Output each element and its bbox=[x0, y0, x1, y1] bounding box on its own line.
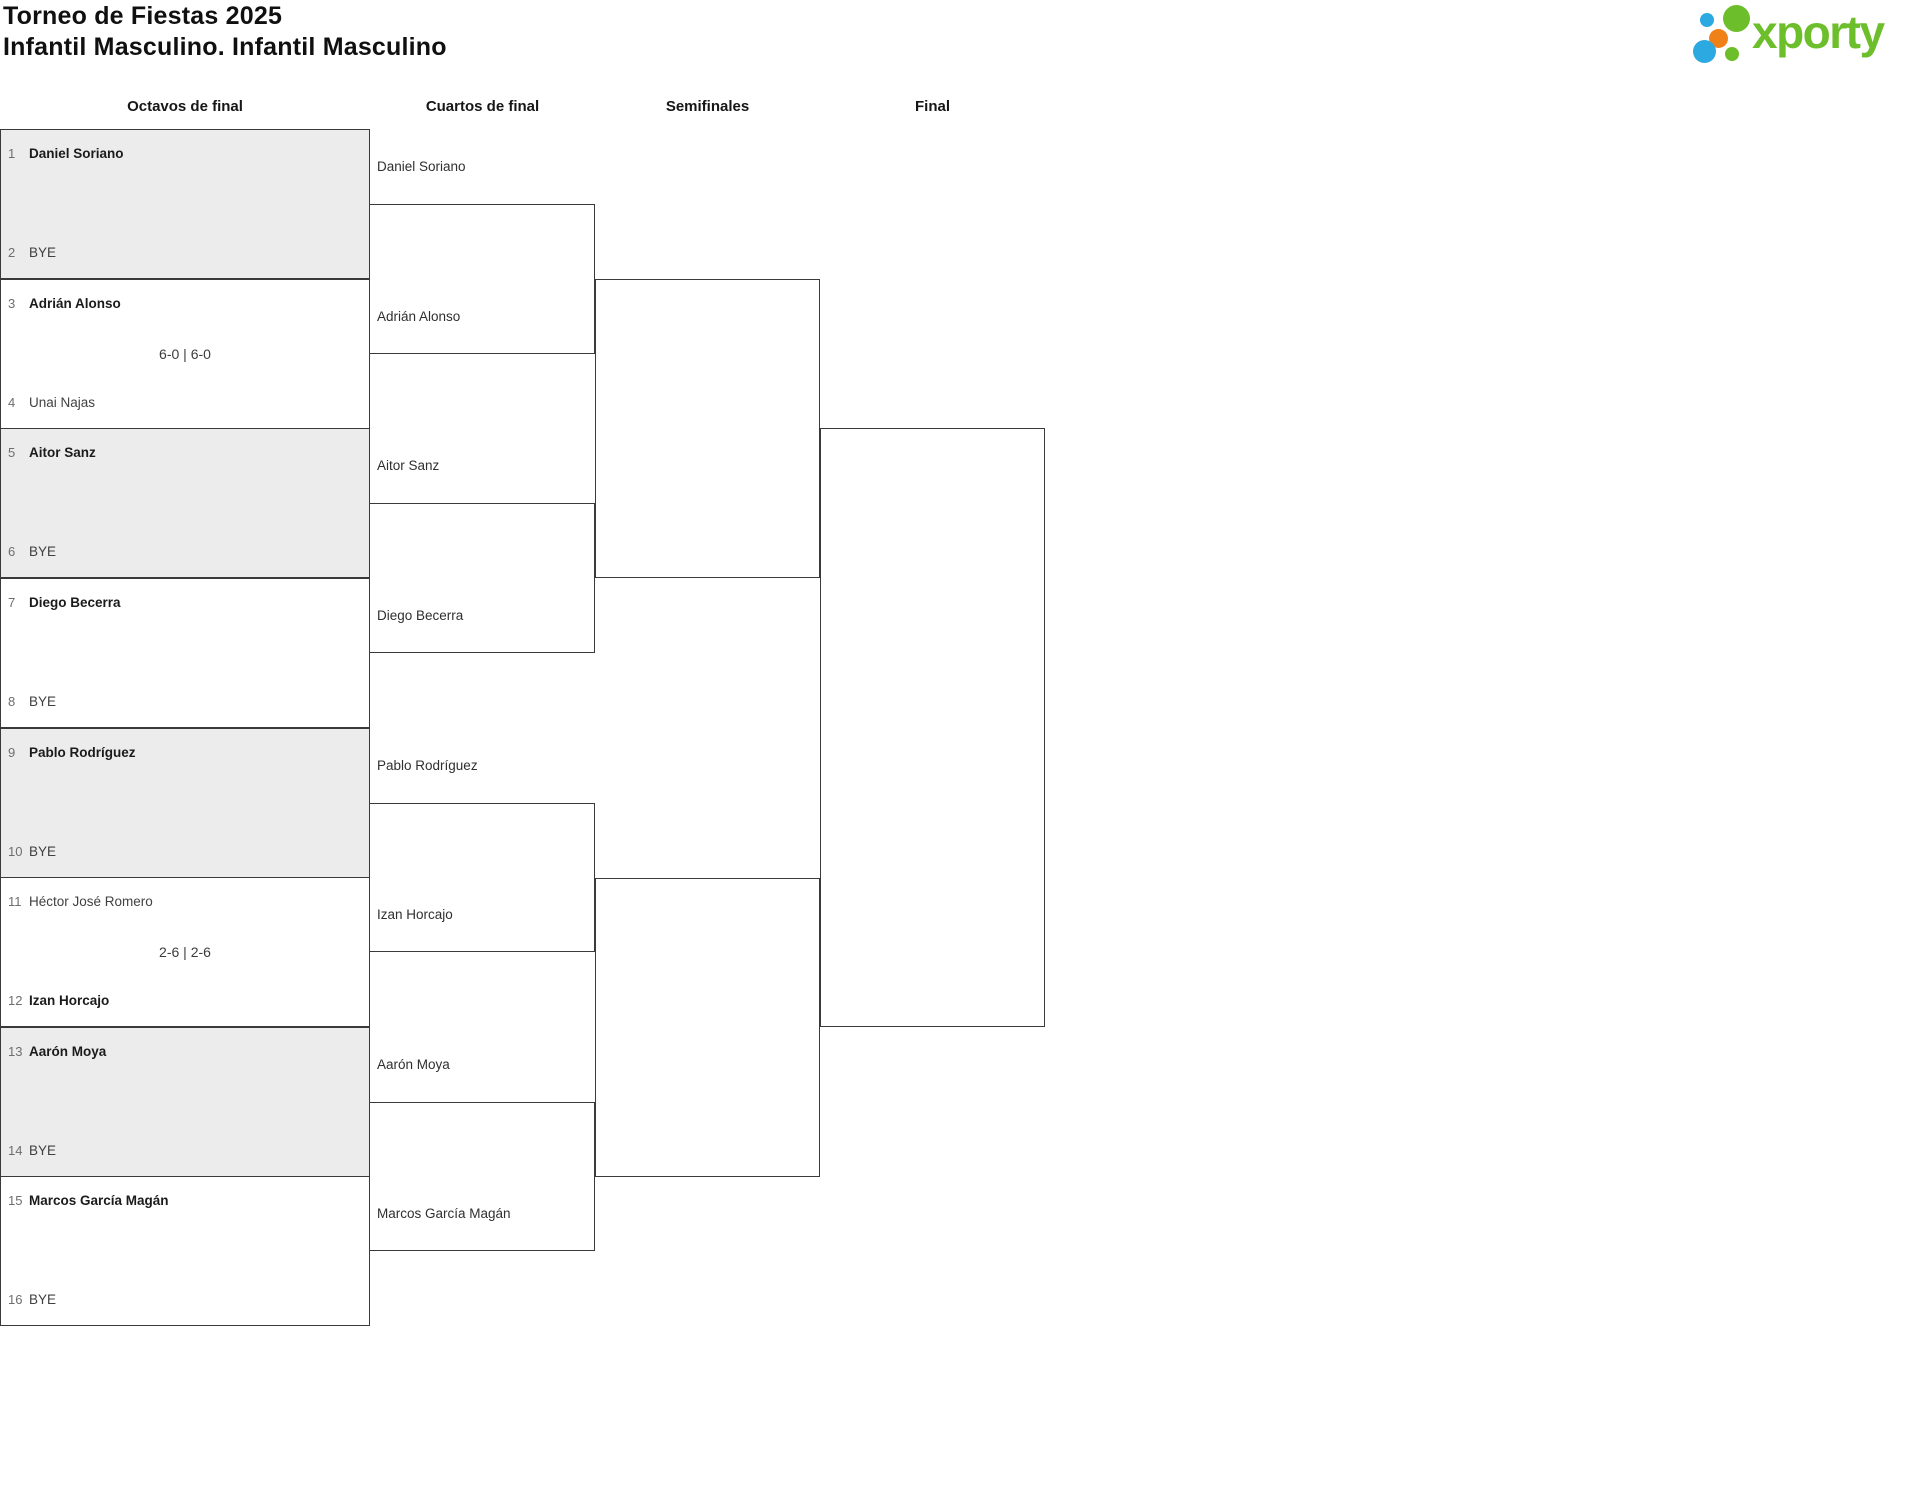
seed-number: 12 bbox=[8, 993, 23, 1008]
seed-number: 5 bbox=[8, 445, 16, 460]
player-row: 8 BYE bbox=[8, 693, 361, 711]
player-name: Pablo Rodríguez bbox=[29, 745, 136, 760]
round-header-cuartos: Cuartos de final bbox=[425, 98, 540, 115]
seed-number: 11 bbox=[8, 894, 22, 909]
player-name: Diego Becerra bbox=[29, 595, 121, 610]
seed-number: 6 bbox=[8, 544, 16, 559]
player-name: Aitor Sanz bbox=[29, 445, 96, 460]
player-name: BYE bbox=[29, 245, 57, 260]
cuartos-player-2: Adrián Alonso bbox=[377, 309, 461, 324]
seed-number: 4 bbox=[8, 395, 16, 410]
match-box-8[interactable]: 15 Marcos García Magán 16 BYE bbox=[0, 1176, 370, 1326]
player-name: BYE bbox=[29, 544, 57, 559]
logo-dot-icon bbox=[1723, 5, 1750, 32]
match-score: 2-6 | 2-6 bbox=[159, 944, 211, 960]
player-row: 7 Diego Becerra bbox=[8, 594, 361, 612]
player-row: 5 Aitor Sanz bbox=[8, 444, 361, 462]
player-row: 16 BYE bbox=[8, 1291, 361, 1309]
player-row: 1 Daniel Soriano bbox=[8, 145, 361, 163]
cuartos-player-6: Izan Horcajo bbox=[377, 907, 453, 922]
seed-number: 16 bbox=[8, 1292, 23, 1307]
player-row: 9 Pablo Rodríguez bbox=[8, 744, 361, 762]
cuartos-player-5: Pablo Rodríguez bbox=[377, 758, 478, 773]
match-box-3[interactable]: 5 Aitor Sanz 6 BYE bbox=[0, 428, 370, 578]
player-row: 12 Izan Horcajo bbox=[8, 992, 361, 1010]
player-name: Marcos García Magán bbox=[29, 1193, 169, 1208]
seed-number: 1 bbox=[8, 146, 16, 161]
player-row: 11 Héctor José Romero bbox=[8, 893, 361, 911]
logo-dot-icon bbox=[1700, 13, 1714, 27]
seed-number: 14 bbox=[8, 1143, 23, 1158]
seed-number: 10 bbox=[8, 844, 23, 859]
bracket-connector-qf2 bbox=[370, 503, 595, 653]
player-row: 14 BYE bbox=[8, 1142, 361, 1160]
match-box-4[interactable]: 7 Diego Becerra 8 BYE bbox=[0, 578, 370, 728]
match-box-5[interactable]: 9 Pablo Rodríguez 10 BYE bbox=[0, 728, 370, 878]
page-subtitle: Infantil Masculino. Infantil Masculino bbox=[3, 33, 447, 61]
match-box-6[interactable]: 11 Héctor José Romero 2-6 | 2-6 12 Izan Ho… bbox=[0, 877, 370, 1027]
seed-number: 2 bbox=[8, 245, 16, 260]
cuartos-player-8: Marcos García Magán bbox=[377, 1206, 511, 1221]
player-name: Unai Najas bbox=[29, 395, 96, 410]
player-name: BYE bbox=[29, 1292, 57, 1307]
bracket-connector-sf1 bbox=[595, 279, 820, 578]
player-row: 15 Marcos García Magán bbox=[8, 1192, 361, 1210]
seed-number: 15 bbox=[8, 1193, 23, 1208]
seed-number: 7 bbox=[8, 595, 16, 610]
logo-dot-icon bbox=[1725, 47, 1739, 61]
logo-dot-icon bbox=[1693, 40, 1716, 63]
player-name: Izan Horcajo bbox=[29, 993, 110, 1008]
seed-number: 13 bbox=[8, 1044, 23, 1059]
cuartos-player-7: Aarón Moya bbox=[377, 1057, 450, 1072]
player-name: Adrián Alonso bbox=[29, 296, 121, 311]
player-name: Aarón Moya bbox=[29, 1044, 107, 1059]
xporty-logo[interactable]: xporty bbox=[1690, 0, 1918, 70]
seed-number: 3 bbox=[8, 296, 16, 311]
player-row: 4 Unai Najas bbox=[8, 394, 361, 412]
bracket-connector-qf3 bbox=[370, 803, 595, 952]
page-title: Torneo de Fiestas 2025 bbox=[3, 2, 283, 30]
cuartos-player-1: Daniel Soriano bbox=[377, 159, 466, 174]
logo-wordmark: xporty bbox=[1752, 6, 1885, 58]
player-row: 13 Aarón Moya bbox=[8, 1043, 361, 1061]
seed-number: 9 bbox=[8, 745, 16, 760]
bracket-connector-qf4 bbox=[370, 1102, 595, 1251]
player-row: 3 Adrián Alonso bbox=[8, 295, 361, 313]
round-header-semifinales: Semifinales bbox=[665, 98, 750, 115]
player-name: BYE bbox=[29, 1143, 57, 1158]
match-box-1[interactable]: 1 Daniel Soriano 2 BYE bbox=[0, 129, 370, 279]
round-header-final: Final bbox=[914, 98, 950, 115]
player-row: 6 BYE bbox=[8, 543, 361, 561]
bracket-connector-sf2 bbox=[595, 878, 820, 1177]
cuartos-player-3: Aitor Sanz bbox=[377, 458, 440, 473]
bracket-connector-qf1 bbox=[370, 204, 595, 354]
player-row: 10 BYE bbox=[8, 843, 361, 861]
match-score: 6-0 | 6-0 bbox=[159, 346, 211, 362]
logo-dot-icon bbox=[1709, 29, 1728, 48]
cuartos-player-4: Diego Becerra bbox=[377, 608, 464, 623]
player-name: Héctor José Romero bbox=[29, 894, 153, 909]
player-name: BYE bbox=[29, 844, 57, 859]
player-name: Daniel Soriano bbox=[29, 146, 124, 161]
player-name: BYE bbox=[29, 694, 57, 709]
player-row: 2 BYE bbox=[8, 244, 361, 262]
seed-number: 8 bbox=[8, 694, 16, 709]
match-box-7[interactable]: 13 Aarón Moya 14 BYE bbox=[0, 1027, 370, 1177]
round-header-octavos: Octavos de final bbox=[127, 98, 243, 115]
match-box-2[interactable]: 3 Adrián Alonso 6-0 | 6-0 4 Unai Najas bbox=[0, 279, 370, 429]
bracket-connector-final bbox=[820, 428, 1045, 1027]
